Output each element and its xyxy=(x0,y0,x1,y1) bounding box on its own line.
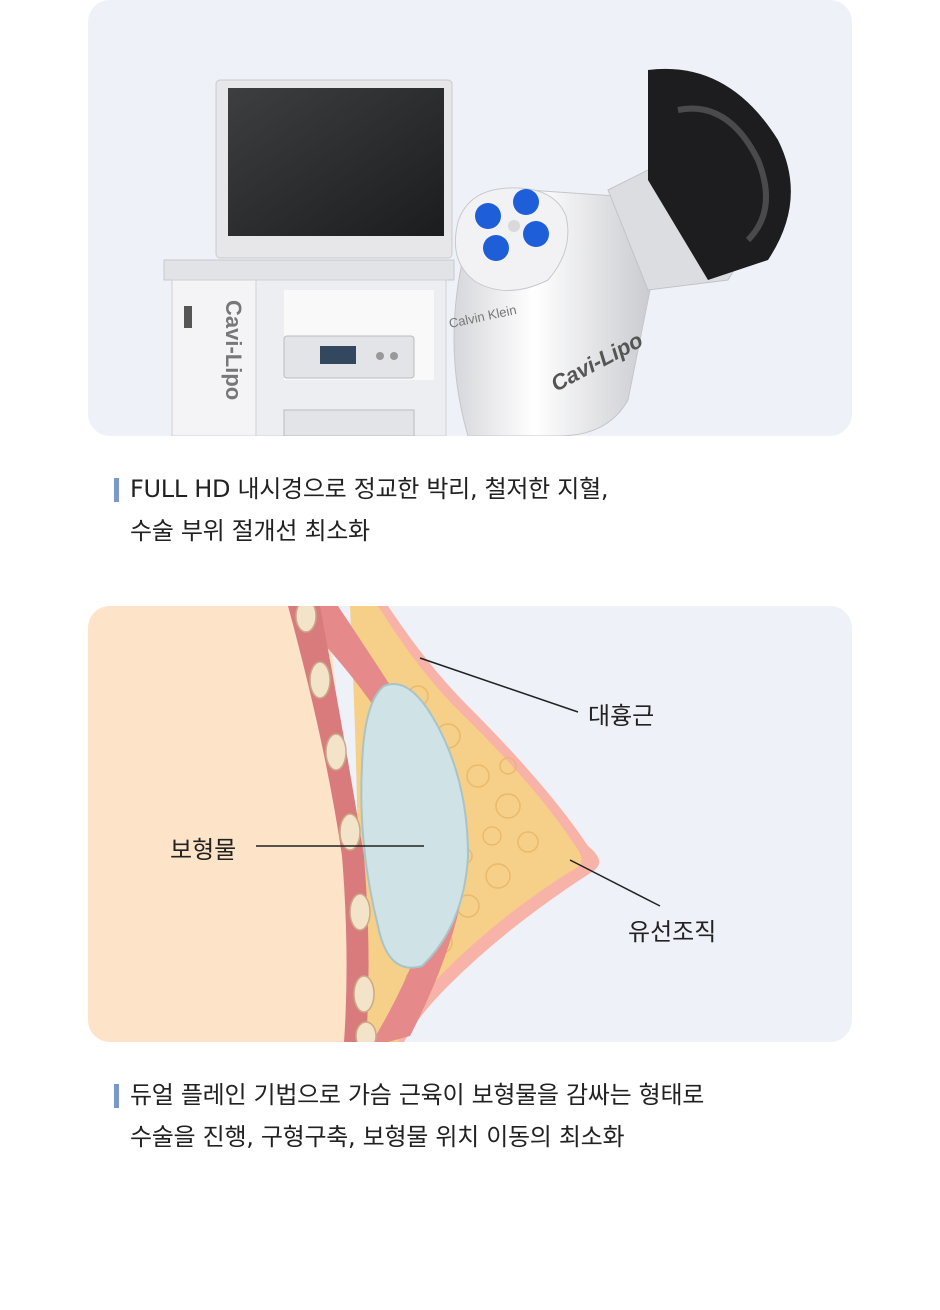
pectoral-leader-line xyxy=(419,657,579,713)
up-button xyxy=(513,189,539,215)
label-pectoral-muscle: 대흉근 xyxy=(588,702,655,730)
caption-endoscope: FULL HD 내시경으로 정교한 박리, 철저한 지혈, 수술 부위 절개선 … xyxy=(114,468,608,552)
caption-line-2: 수술을 진행, 구형구축, 보형물 위치 이동의 최소화 xyxy=(130,1123,625,1151)
power-button xyxy=(523,221,549,247)
caption-line-1: 듀얼 플레인 기법으로 가슴 근육이 보형물을 감싸는 형태로 xyxy=(130,1081,705,1109)
pectoral-muscle xyxy=(288,606,462,1042)
left-button xyxy=(475,203,501,229)
equipment-photo-panel: Cavi-Lipo Calvin Klein Cavi-Lipo xyxy=(88,0,852,436)
breast-cross-section-diagram xyxy=(88,606,661,1042)
down-button xyxy=(483,235,509,261)
gland-leader-line xyxy=(569,859,661,907)
implant xyxy=(360,683,470,969)
caption-line-2: 수술 부위 절개선 최소화 xyxy=(130,517,370,545)
caption-dual-plane: 듀얼 플레인 기법으로 가슴 근육이 보형물을 감싸는 형태로 수술을 진행, … xyxy=(114,1074,704,1158)
endoscope-equipment-image: Cavi-Lipo Calvin Klein Cavi-Lipo xyxy=(163,68,791,436)
cart-top xyxy=(163,259,455,281)
cart-logo: Cavi-Lipo xyxy=(221,300,246,400)
chest-wall-muscle xyxy=(288,606,369,1042)
label-implant: 보형물 xyxy=(170,836,237,864)
ribs xyxy=(295,606,377,1042)
button-pad xyxy=(454,187,569,291)
caption-line-1: FULL HD 내시경으로 정교한 박리, 철저한 지혈, xyxy=(130,475,609,503)
caption-bar xyxy=(114,1084,119,1108)
anatomy-diagram-panel xyxy=(88,606,852,1042)
body-skin xyxy=(88,606,362,1042)
label-mammary-gland: 유선조직 xyxy=(628,918,717,946)
caption-bar xyxy=(114,478,119,502)
